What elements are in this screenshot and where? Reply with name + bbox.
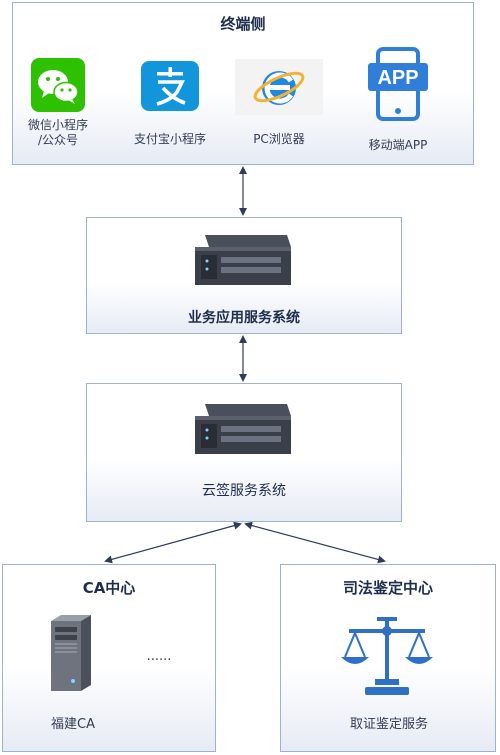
arrow-cloud-judicial bbox=[244, 521, 386, 564]
alipay-label: 支付宝小程序 bbox=[133, 132, 206, 146]
cloud-sign-box: 云签服务系统 bbox=[86, 383, 402, 522]
arrow-cloud-ca bbox=[104, 521, 242, 564]
alipay-icon bbox=[141, 61, 199, 111]
cloud-sign-title: 云签服务系统 bbox=[202, 483, 286, 499]
tower-server-icon bbox=[51, 615, 91, 691]
wechat-icon bbox=[31, 58, 85, 112]
wechat-label: 微信小程序 /公众号 bbox=[17, 118, 99, 148]
judicial-title: 司法鉴定中心 bbox=[342, 579, 433, 597]
terminal-title: 终端侧 bbox=[220, 15, 266, 33]
ie-browser-label: PC浏览器 bbox=[253, 132, 305, 146]
server-rack-icon bbox=[195, 235, 291, 285]
terminal-box: 终端侧 微信小程序 /公众号 支付宝小程序 PC浏览器 APP bbox=[12, 2, 474, 165]
server-rack-icon bbox=[195, 404, 291, 454]
business-title: 业务应用服务系统 bbox=[188, 310, 300, 326]
scales-of-justice-icon bbox=[341, 617, 433, 695]
ca-center-box: CA中心 ...... 福建CA bbox=[2, 564, 216, 752]
wechat-label-line1: 微信小程序 bbox=[27, 118, 88, 132]
ca-server-label: 福建CA bbox=[51, 717, 95, 732]
ca-center-title: CA中心 bbox=[82, 579, 136, 597]
ca-ellipsis: ...... bbox=[146, 649, 172, 664]
mobile-app-label: 移动端APP bbox=[368, 138, 428, 152]
mobile-app-icon-text: APP bbox=[377, 67, 418, 89]
ie-browser-icon bbox=[235, 59, 323, 115]
mobile-app-icon: APP bbox=[368, 47, 428, 121]
business-box: 业务应用服务系统 bbox=[86, 217, 402, 334]
wechat-label-line2: /公众号 bbox=[37, 133, 79, 147]
judicial-box: 司法鉴定中心 取证鉴定服务 bbox=[280, 564, 496, 752]
judicial-service-label: 取证鉴定服务 bbox=[349, 717, 428, 732]
